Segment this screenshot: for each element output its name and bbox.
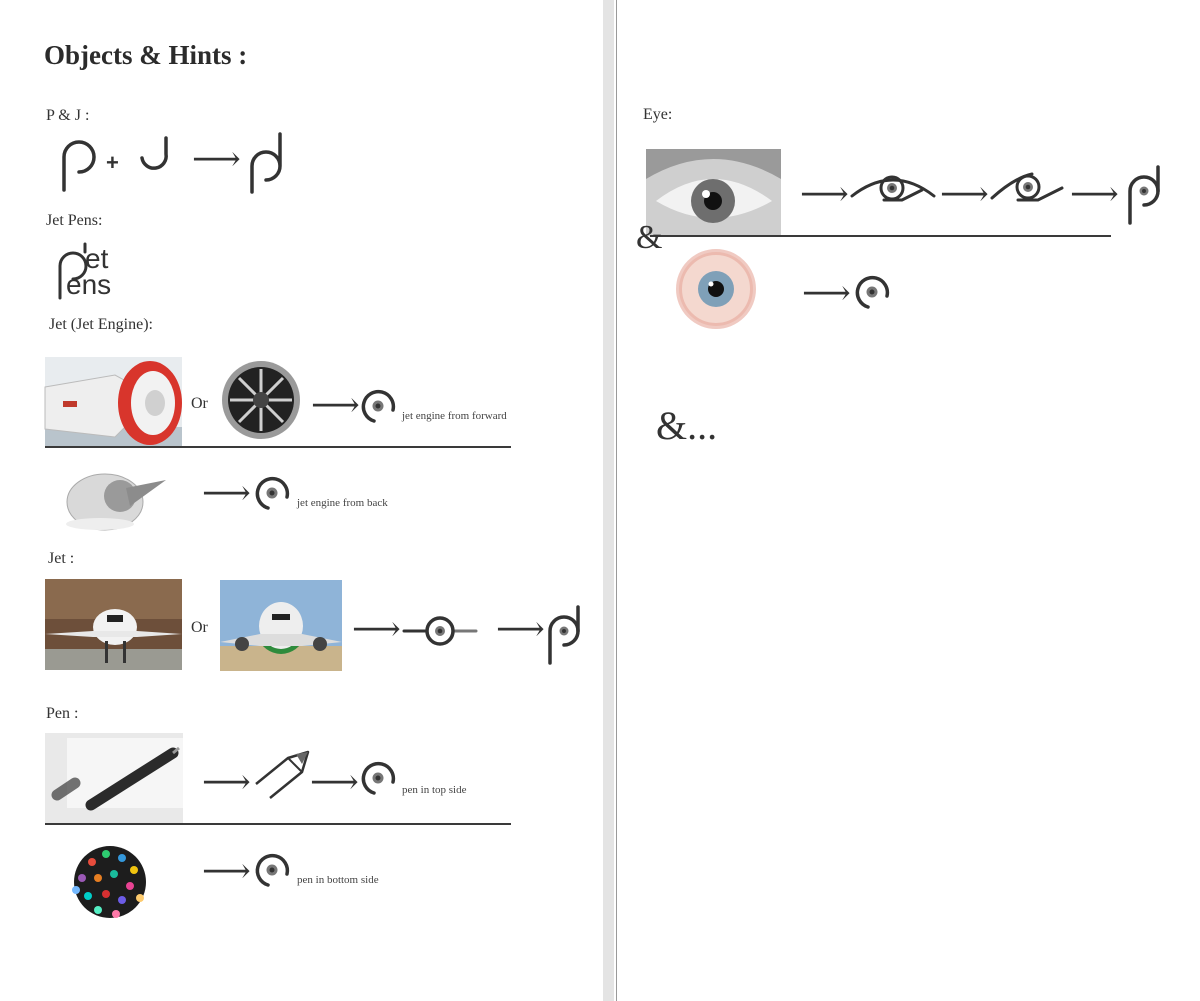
j-glyph-icon	[140, 136, 168, 170]
arrow-icon: ⟶	[202, 853, 251, 890]
arrow-icon: ⟶	[311, 387, 360, 424]
page-title: Objects & Hints :	[44, 40, 248, 70]
pen-photo	[45, 733, 183, 823]
page-gutter	[603, 0, 614, 1001]
plus-sign: +	[106, 150, 119, 175]
arrow-icon: ⟶	[192, 141, 241, 178]
eyeball-photo	[676, 249, 756, 329]
jet-engine-photo	[44, 357, 182, 447]
arrow-icon: ⟶	[1070, 176, 1119, 213]
pen-nib-icon	[255, 750, 310, 799]
page-divider	[616, 0, 617, 1001]
jet-engine-back-photo	[66, 473, 166, 531]
eye-closeup-photo	[646, 149, 781, 236]
ampersand: &	[636, 219, 663, 256]
divider-line	[650, 235, 1111, 237]
arrow-icon: ⟶	[940, 176, 989, 213]
pj-label: P & J :	[46, 107, 90, 124]
divider-line	[45, 823, 511, 825]
arrow-icon: ⟶	[496, 611, 545, 648]
pens-bundle-photo	[72, 846, 146, 918]
arrow-icon: ⟶	[202, 475, 251, 512]
jet-engine-label: Jet (Jet Engine):	[49, 316, 153, 333]
p-glyph-icon	[62, 140, 96, 192]
arrow-icon: ⟶	[310, 764, 359, 801]
pen-label: Pen :	[46, 705, 79, 722]
arrow-icon: ⟶	[352, 611, 401, 648]
eye-label: Eye:	[643, 106, 673, 123]
arrow-icon: ⟶	[802, 275, 851, 312]
private-jet-photo	[45, 579, 182, 670]
jetpens-logo-text-2: ens	[66, 269, 112, 300]
pj-logo-icon	[548, 605, 580, 665]
caption-engine-back: jet engine from back	[297, 497, 388, 509]
eye-simplified-icon	[990, 172, 1064, 202]
eye-logo-icon	[361, 761, 396, 795]
caption-pen-top: pen in top side	[402, 784, 467, 796]
eye-logo-icon	[255, 476, 290, 510]
jetpens-logo-text-1: et	[85, 243, 109, 274]
caption-pen-bottom: pen in bottom side	[297, 874, 379, 886]
airliner-photo	[220, 580, 342, 671]
caption-engine-front: jet engine from forward	[402, 410, 507, 422]
eye-logo-icon	[855, 275, 890, 309]
jetpens-label: Jet Pens:	[46, 212, 103, 229]
arrow-icon: ⟶	[202, 764, 251, 801]
more-ellipsis-text: &...	[656, 403, 718, 448]
divider-line	[45, 446, 511, 448]
jet-eye-logo-icon	[402, 616, 478, 646]
eye-logo-icon	[361, 389, 396, 423]
eye-logo-icon	[255, 853, 290, 887]
pj-logo-icon	[1128, 165, 1160, 225]
or-text: Or	[191, 619, 208, 636]
arrow-icon: ⟶	[800, 176, 849, 213]
eye-outline-icon	[850, 175, 936, 202]
jet-fan-photo	[222, 361, 300, 439]
jetpens-logo-icon	[58, 242, 88, 300]
or-text: Or	[191, 395, 208, 412]
jet-label: Jet :	[48, 550, 75, 567]
pj-logo-icon	[250, 132, 282, 194]
